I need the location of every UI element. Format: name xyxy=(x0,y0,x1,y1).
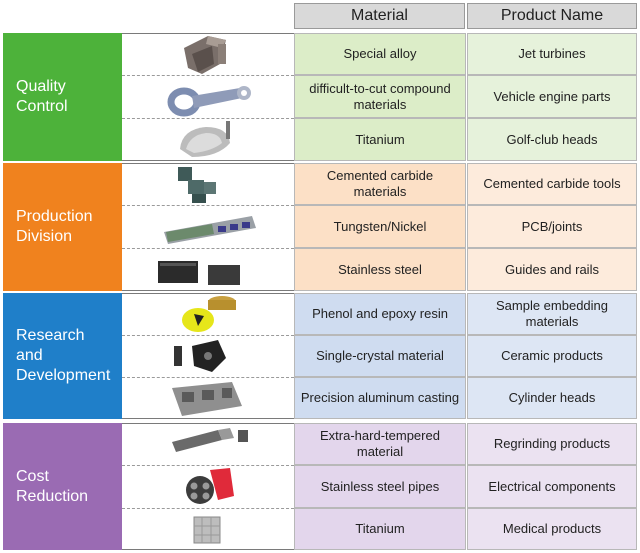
image-column-cost xyxy=(122,423,294,550)
product-column-header: Product Name xyxy=(467,3,637,29)
material-cell: Precision aluminum casting xyxy=(294,377,466,419)
carbide-tools-image xyxy=(122,164,294,206)
cylinder-head-image xyxy=(122,378,294,420)
product-cell: Guides and rails xyxy=(467,248,637,291)
steel-guides-image xyxy=(122,249,294,292)
product-cell: Medical products xyxy=(467,508,637,550)
pipe-bundle-image xyxy=(122,466,294,509)
product-cell: Cemented carbide tools xyxy=(467,163,637,205)
section-label-cost: Cost Reduction xyxy=(3,423,122,550)
turbine-blade-image xyxy=(122,34,294,76)
product-cell: Electrical components xyxy=(467,465,637,508)
section-label-text: Quality Control xyxy=(16,78,68,115)
material-column-header: Material xyxy=(294,3,465,29)
section-research-development: Research and Development xyxy=(3,293,637,419)
section-cost-reduction: Cost Reduction xyxy=(3,423,637,550)
pcb-board-image xyxy=(122,206,294,249)
material-cell: Titanium xyxy=(294,118,466,161)
material-cell: Single-crystal material xyxy=(294,335,466,377)
product-cell: Jet turbines xyxy=(467,33,637,75)
material-cell: Stainless steel xyxy=(294,248,466,291)
material-cell: Special alloy xyxy=(294,33,466,75)
product-cell: PCB/joints xyxy=(467,205,637,248)
section-quality-control: Quality Control Sp xyxy=(3,33,637,161)
resin-mount-image xyxy=(122,294,294,336)
material-cell: Phenol and epoxy resin xyxy=(294,293,466,335)
end-mill-image xyxy=(122,424,294,466)
product-cell: Golf-club heads xyxy=(467,118,637,161)
section-label-text: Production Division xyxy=(16,208,93,245)
image-column-research xyxy=(122,293,294,419)
image-column-quality xyxy=(122,33,294,161)
image-column-production xyxy=(122,163,294,291)
material-cell: Extra-hard-tempered material xyxy=(294,423,466,465)
section-production-division: Production Division xyxy=(3,163,637,291)
product-cell: Sample embedding materials xyxy=(467,293,637,335)
product-cell: Ceramic products xyxy=(467,335,637,377)
product-cell: Regrinding products xyxy=(467,423,637,465)
section-label-production: Production Division xyxy=(3,163,122,291)
product-cell: Vehicle engine parts xyxy=(467,75,637,118)
section-label-quality: Quality Control xyxy=(3,33,122,161)
material-cell: difficult-to-cut compound materials xyxy=(294,75,466,118)
ceramic-parts-image xyxy=(122,336,294,378)
section-label-text: Cost Reduction xyxy=(16,467,89,505)
material-cell: Stainless steel pipes xyxy=(294,465,466,508)
section-label-research: Research and Development xyxy=(3,293,122,419)
titanium-block-image xyxy=(122,509,294,551)
section-label-text: Research and Development xyxy=(16,327,111,384)
material-cell: Cemented carbide materials xyxy=(294,163,466,205)
material-cell: Titanium xyxy=(294,508,466,550)
material-cell: Tungsten/Nickel xyxy=(294,205,466,248)
connecting-rod-image xyxy=(122,76,294,119)
golf-club-head-image xyxy=(122,119,294,162)
product-cell: Cylinder heads xyxy=(467,377,637,419)
